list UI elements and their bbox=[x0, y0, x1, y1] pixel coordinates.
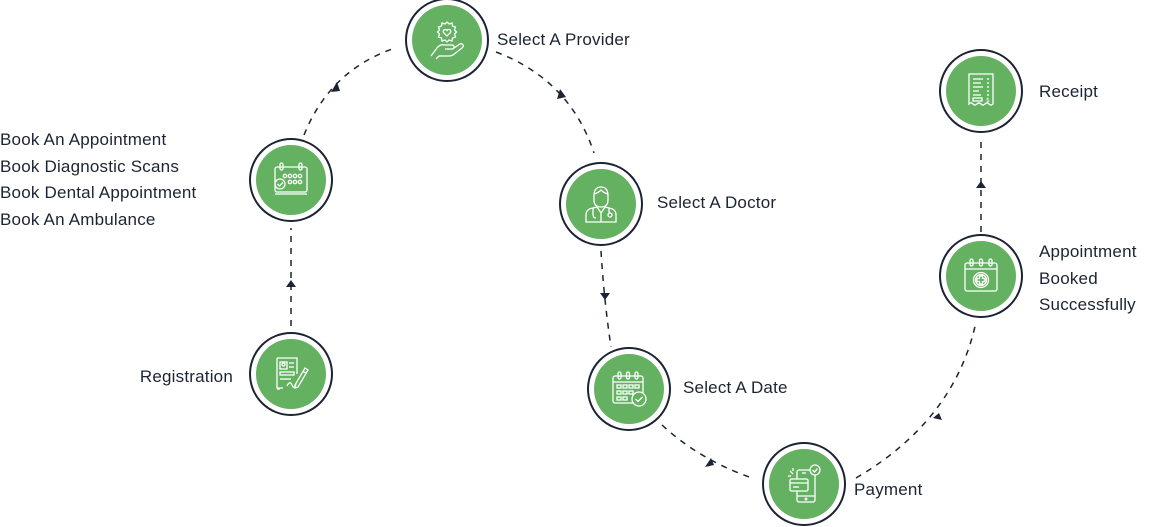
book-ambulance-label: Book An Ambulance bbox=[0, 209, 156, 229]
step-label-booking-options: Book An Appointment Book Diagnostic Scan… bbox=[0, 127, 196, 233]
book-appointment-label: Book An Appointment bbox=[0, 130, 167, 149]
step-label-appointment-booked: Appointment Booked Successfully bbox=[1039, 239, 1137, 319]
step-node-payment[interactable] bbox=[762, 442, 846, 526]
step-node-receipt[interactable]: $ bbox=[939, 49, 1023, 133]
svg-text:$: $ bbox=[986, 97, 990, 104]
connector-provider-to-doctor bbox=[495, 51, 595, 154]
step-node-select-doctor[interactable] bbox=[559, 162, 643, 246]
mobile-payment-icon bbox=[788, 464, 821, 503]
successfully-label: Successfully bbox=[1039, 295, 1136, 314]
select-date-label: Select A Date bbox=[683, 378, 788, 397]
arrow-date-to-payment bbox=[705, 458, 714, 467]
payment-label: Payment bbox=[854, 480, 923, 499]
select-doctor-label: Select A Doctor bbox=[657, 193, 777, 212]
appointment-label: Appointment bbox=[1039, 242, 1137, 261]
document-sign-icon bbox=[276, 357, 309, 390]
arrow-up-booked-to-receipt bbox=[976, 181, 986, 188]
step-node-select-provider[interactable] bbox=[405, 0, 489, 82]
arrow-payment-to-booked bbox=[933, 413, 942, 420]
step-node-select-date[interactable] bbox=[587, 347, 671, 431]
connector-booking-to-provider bbox=[303, 47, 396, 136]
arrow-provider-to-doctor bbox=[557, 89, 566, 99]
connector-date-to-payment bbox=[661, 424, 753, 479]
step-label-select-provider: Select A Provider bbox=[497, 27, 630, 54]
book-diagnostic-scans-label: Book Diagnostic Scans bbox=[0, 156, 180, 176]
select-provider-label: Select A Provider bbox=[497, 30, 630, 49]
connector-doctor-to-date bbox=[600, 250, 612, 348]
step-node-appointment-booked[interactable] bbox=[939, 234, 1023, 318]
book-dental-appointment-label: Book Dental Appointment bbox=[0, 183, 197, 202]
calendar-date-check-icon bbox=[612, 371, 647, 407]
step-node-registration[interactable] bbox=[249, 332, 333, 416]
doctor-icon bbox=[585, 186, 617, 223]
booked-label: Booked bbox=[1039, 268, 1098, 288]
step-label-payment: Payment bbox=[854, 477, 923, 504]
step-node-booking-options[interactable] bbox=[249, 138, 333, 222]
registration-label: Registration bbox=[139, 367, 233, 386]
arrow-up-registration-to-booking bbox=[286, 280, 296, 287]
arrow-doctor-to-date bbox=[600, 293, 610, 300]
receipt-icon: $ bbox=[968, 73, 994, 106]
receipt-label: Receipt bbox=[1039, 82, 1099, 101]
step-label-select-doctor: Select A Doctor bbox=[657, 190, 776, 217]
connector-payment-to-booked bbox=[855, 321, 977, 479]
calendar-medical-icon bbox=[964, 258, 998, 292]
calendar-check-icon bbox=[274, 162, 308, 195]
hand-heart-icon bbox=[430, 21, 464, 60]
step-label-registration: Registration bbox=[100, 364, 233, 391]
step-label-select-date: Select A Date bbox=[683, 375, 788, 402]
step-label-receipt: Receipt bbox=[1039, 79, 1098, 106]
arrow-booking-to-provider bbox=[331, 82, 340, 92]
